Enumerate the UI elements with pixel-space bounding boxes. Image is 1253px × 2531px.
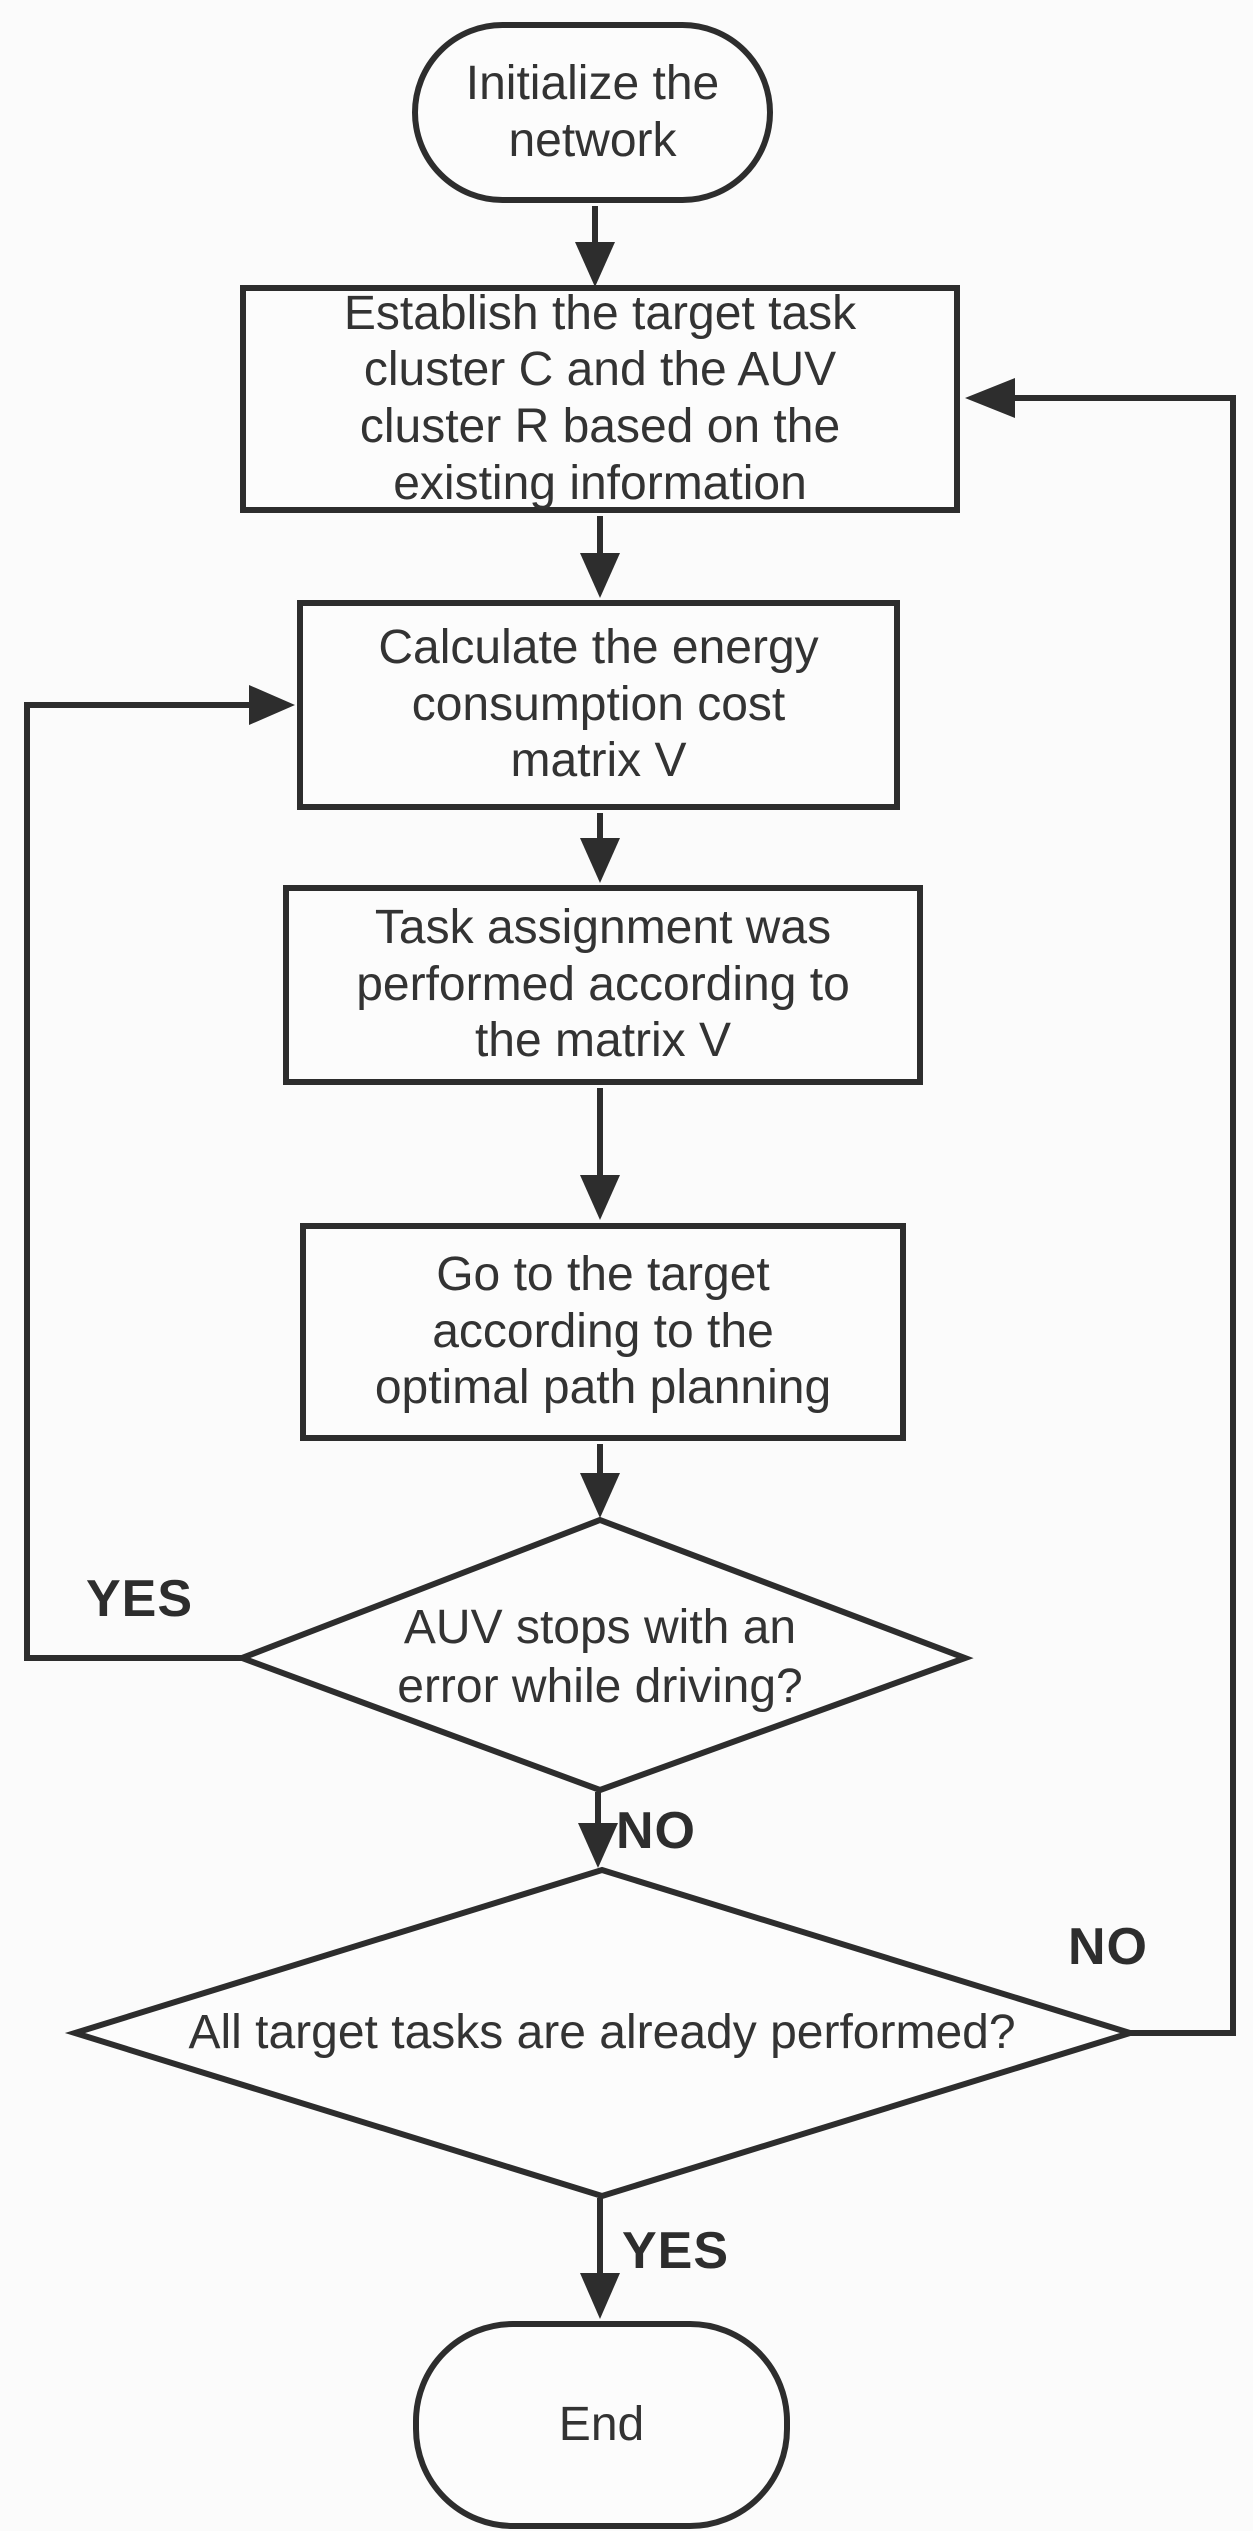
end-node: End bbox=[413, 2321, 790, 2529]
done-no-edge-label: NO bbox=[1068, 1918, 1148, 1976]
done-decision-diamond-label: All target tasks are already performed? bbox=[188, 2005, 1016, 2059]
edge-done-no-loop bbox=[1012, 395, 1236, 2036]
arrowhead-start-to-establish-icon bbox=[575, 242, 615, 287]
done-decision-diamond-shape bbox=[64, 1866, 1141, 2200]
arrowhead-assign-to-go-icon bbox=[580, 1175, 620, 1220]
arrowhead-error-no-icon bbox=[578, 1823, 618, 1868]
arrowhead-into-calculate-icon bbox=[249, 685, 295, 725]
error-yes-edge-label: YES bbox=[86, 1570, 194, 1628]
edge-error-yes-loop bbox=[24, 702, 252, 1661]
arrowhead-done-yes-icon bbox=[580, 2273, 620, 2319]
arrowhead-calculate-to-assign-icon bbox=[580, 838, 620, 883]
done-yes-edge-label: YES bbox=[622, 2222, 730, 2280]
arrowhead-establish-to-calculate-icon bbox=[580, 553, 620, 598]
error-decision-diamond-shape bbox=[233, 1516, 974, 1794]
error-no-edge-label: NO bbox=[616, 1802, 696, 1860]
end-node-label: End bbox=[558, 2397, 645, 2451]
arrowhead-go-to-error-decision-icon bbox=[580, 1473, 620, 1518]
arrowhead-into-establish-icon bbox=[965, 378, 1015, 418]
